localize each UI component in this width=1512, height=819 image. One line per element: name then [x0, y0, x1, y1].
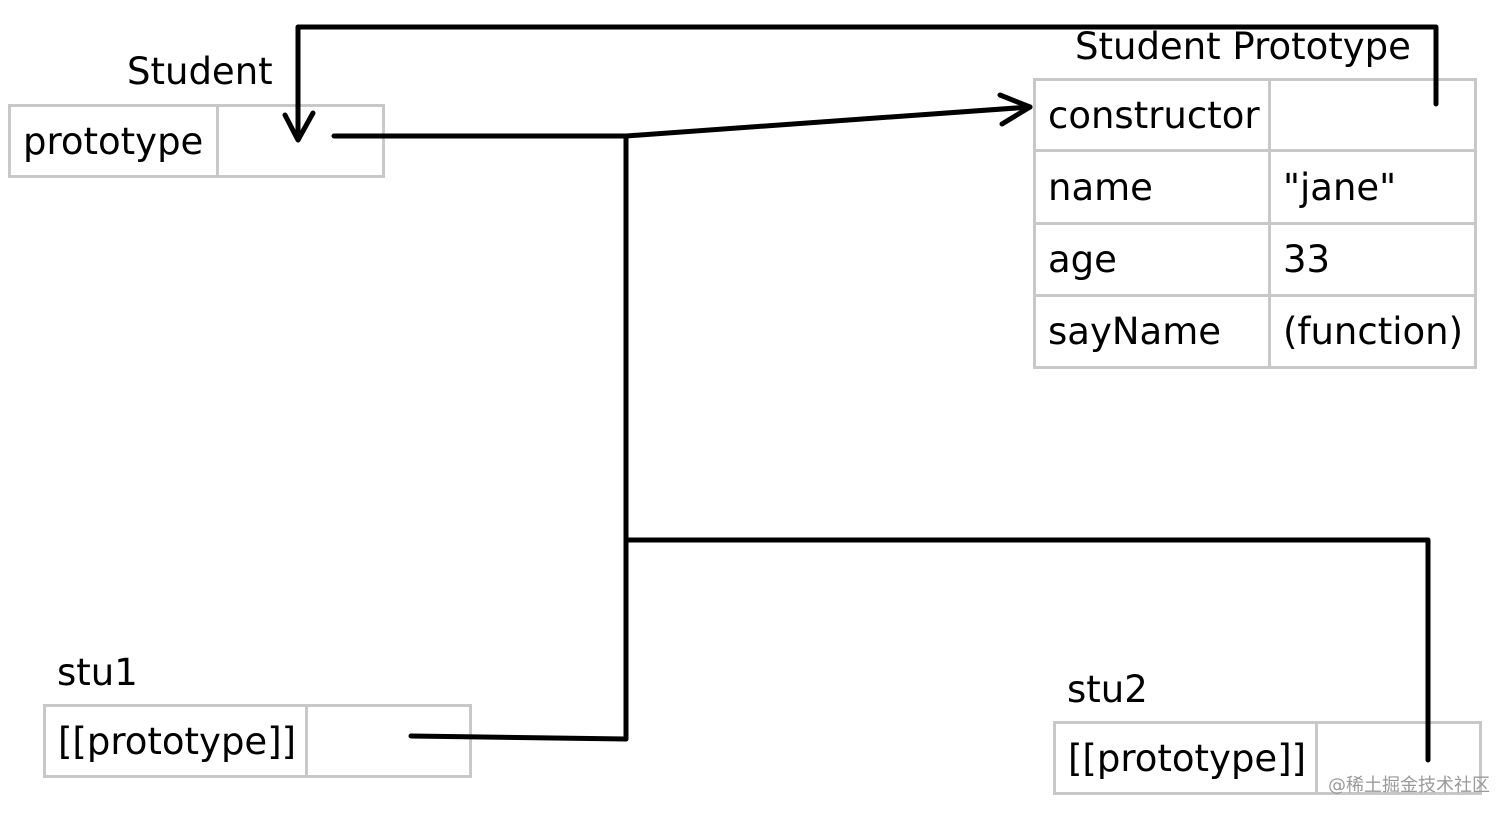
- stu2-prototype-key: [[prototype]]: [1053, 721, 1318, 795]
- stu1-table: [[prototype]]: [43, 704, 472, 778]
- proto-value-sayname: (function): [1268, 294, 1477, 369]
- stu1-row-prototype: [[prototype]]: [43, 704, 472, 778]
- student-row-prototype: prototype: [8, 104, 385, 178]
- student-title: Student: [127, 50, 273, 93]
- student-table: prototype: [8, 104, 385, 178]
- student-prototype-table: constructor name "jane" age 33 sayName (…: [1033, 78, 1477, 369]
- proto-key-constructor: constructor: [1033, 78, 1271, 152]
- watermark: @稀土掘金技术社区: [1328, 775, 1490, 796]
- proto-key-sayname: sayName: [1033, 294, 1271, 369]
- student-prototype-value: [216, 104, 385, 178]
- proto-row-constructor: constructor: [1033, 78, 1477, 152]
- proto-key-name: name: [1033, 149, 1271, 225]
- student-prototype-key: prototype: [8, 104, 219, 178]
- proto-key-age: age: [1033, 222, 1271, 297]
- student-prototype-pointer-arrow: [331, 104, 1033, 139]
- prototype-arrowhead-icon: [997, 92, 1033, 127]
- stu1-prototype-value: [305, 704, 472, 778]
- proto-value-age: 33: [1268, 222, 1477, 297]
- proto-row-age: age 33: [1033, 222, 1477, 297]
- proto-value-name: "jane": [1268, 149, 1477, 225]
- stu1-title: stu1: [57, 651, 138, 694]
- proto-row-sayname: sayName (function): [1033, 294, 1477, 369]
- proto-value-constructor: [1268, 78, 1477, 152]
- student-prototype-title: Student Prototype: [1075, 25, 1411, 68]
- proto-row-name: name "jane": [1033, 149, 1477, 225]
- stu1-prototype-key: [[prototype]]: [43, 704, 308, 778]
- stu2-title: stu2: [1067, 668, 1148, 711]
